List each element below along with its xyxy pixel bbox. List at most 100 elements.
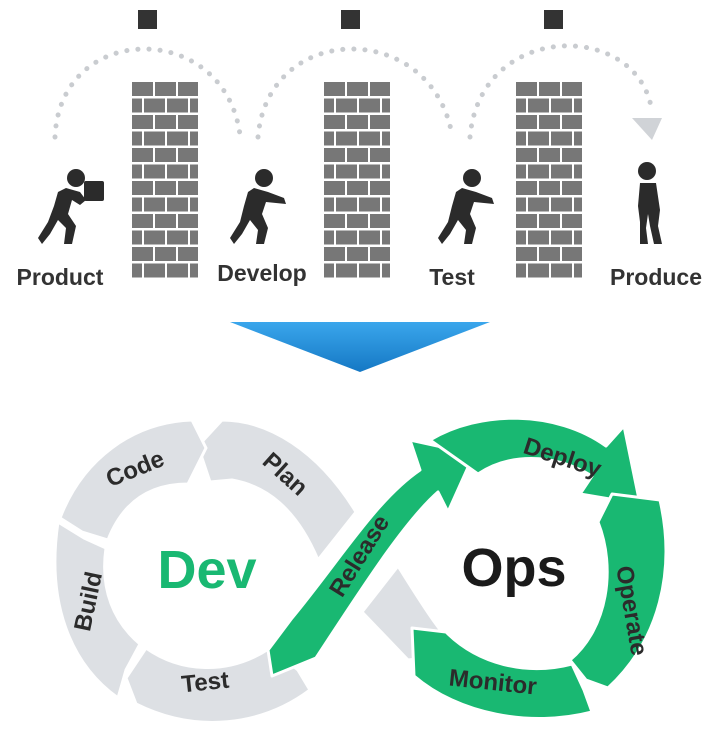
brick [155, 181, 176, 195]
brick [178, 214, 198, 228]
brick [539, 247, 560, 261]
ops-loop [266, 416, 668, 721]
segment-deploy [428, 416, 642, 506]
brick [382, 197, 390, 212]
brick [516, 131, 526, 146]
brick [132, 230, 142, 245]
brick [370, 214, 390, 228]
brick [370, 82, 390, 96]
person-pushing-icon-develop [230, 169, 286, 244]
brick [324, 131, 334, 146]
handoff-arc-2 [255, 46, 455, 140]
brick [370, 115, 390, 129]
brick [359, 263, 380, 278]
segment-monitor [410, 626, 594, 721]
brick [551, 131, 572, 146]
brick [539, 181, 560, 195]
brick [178, 82, 198, 96]
brick-wall-3 [516, 82, 582, 278]
brick [132, 115, 153, 129]
brick [370, 247, 390, 261]
brick [324, 148, 345, 162]
person-standing-icon [638, 162, 662, 244]
brick [190, 263, 198, 278]
brick-wall-2 [324, 82, 390, 278]
brick [516, 214, 537, 228]
brick [528, 131, 549, 146]
segment-plan [196, 418, 358, 562]
brick [167, 131, 188, 146]
brick [132, 181, 153, 195]
brick [539, 148, 560, 162]
brick [178, 148, 198, 162]
brick [178, 247, 198, 261]
brick [370, 148, 390, 162]
brick [167, 263, 188, 278]
segment-operate [568, 492, 668, 690]
segment-label-test: Test [180, 667, 230, 699]
package-square-3 [544, 10, 563, 29]
brick [562, 148, 582, 162]
brick [574, 230, 582, 245]
brick [516, 82, 537, 96]
brick [359, 197, 380, 212]
brick [324, 230, 334, 245]
brick [190, 131, 198, 146]
segment-build [53, 520, 142, 700]
brick [144, 230, 165, 245]
brick [347, 82, 368, 96]
brick [144, 98, 165, 113]
brick [336, 131, 357, 146]
handoff-arcs [52, 43, 655, 140]
brick [167, 98, 188, 113]
brick [132, 197, 142, 212]
brick [382, 131, 390, 146]
brick [551, 164, 572, 179]
brick [190, 98, 198, 113]
brick [574, 131, 582, 146]
brick [370, 181, 390, 195]
brick [324, 82, 345, 96]
brick [382, 263, 390, 278]
brick [528, 164, 549, 179]
brick [324, 197, 334, 212]
silo-process: Product Develop Test Produce [17, 10, 702, 290]
brick [155, 148, 176, 162]
brick [155, 214, 176, 228]
segment-release [266, 438, 476, 678]
brick [359, 164, 380, 179]
handoff-arrowhead [632, 118, 662, 140]
brick [144, 164, 165, 179]
brick [574, 164, 582, 179]
brick [516, 263, 526, 278]
package-square-1 [138, 10, 157, 29]
brick [190, 164, 198, 179]
brick [359, 230, 380, 245]
stage-label-develop: Develop [217, 260, 306, 286]
brick [132, 164, 142, 179]
brick [528, 263, 549, 278]
brick [516, 197, 526, 212]
brick [167, 197, 188, 212]
brick [382, 164, 390, 179]
brick [516, 115, 537, 129]
brick [178, 115, 198, 129]
dev-label: Dev [157, 540, 256, 600]
brick [190, 197, 198, 212]
brick [347, 214, 368, 228]
brick [347, 115, 368, 129]
brick [359, 98, 380, 113]
brick [167, 164, 188, 179]
handoff-arc-3 [467, 43, 655, 140]
brick [516, 164, 526, 179]
brick [336, 197, 357, 212]
brick [324, 214, 345, 228]
brick [562, 115, 582, 129]
brick [324, 247, 345, 261]
brick [178, 181, 198, 195]
brick [539, 115, 560, 129]
brick [324, 164, 334, 179]
brick [528, 230, 549, 245]
brick [144, 197, 165, 212]
